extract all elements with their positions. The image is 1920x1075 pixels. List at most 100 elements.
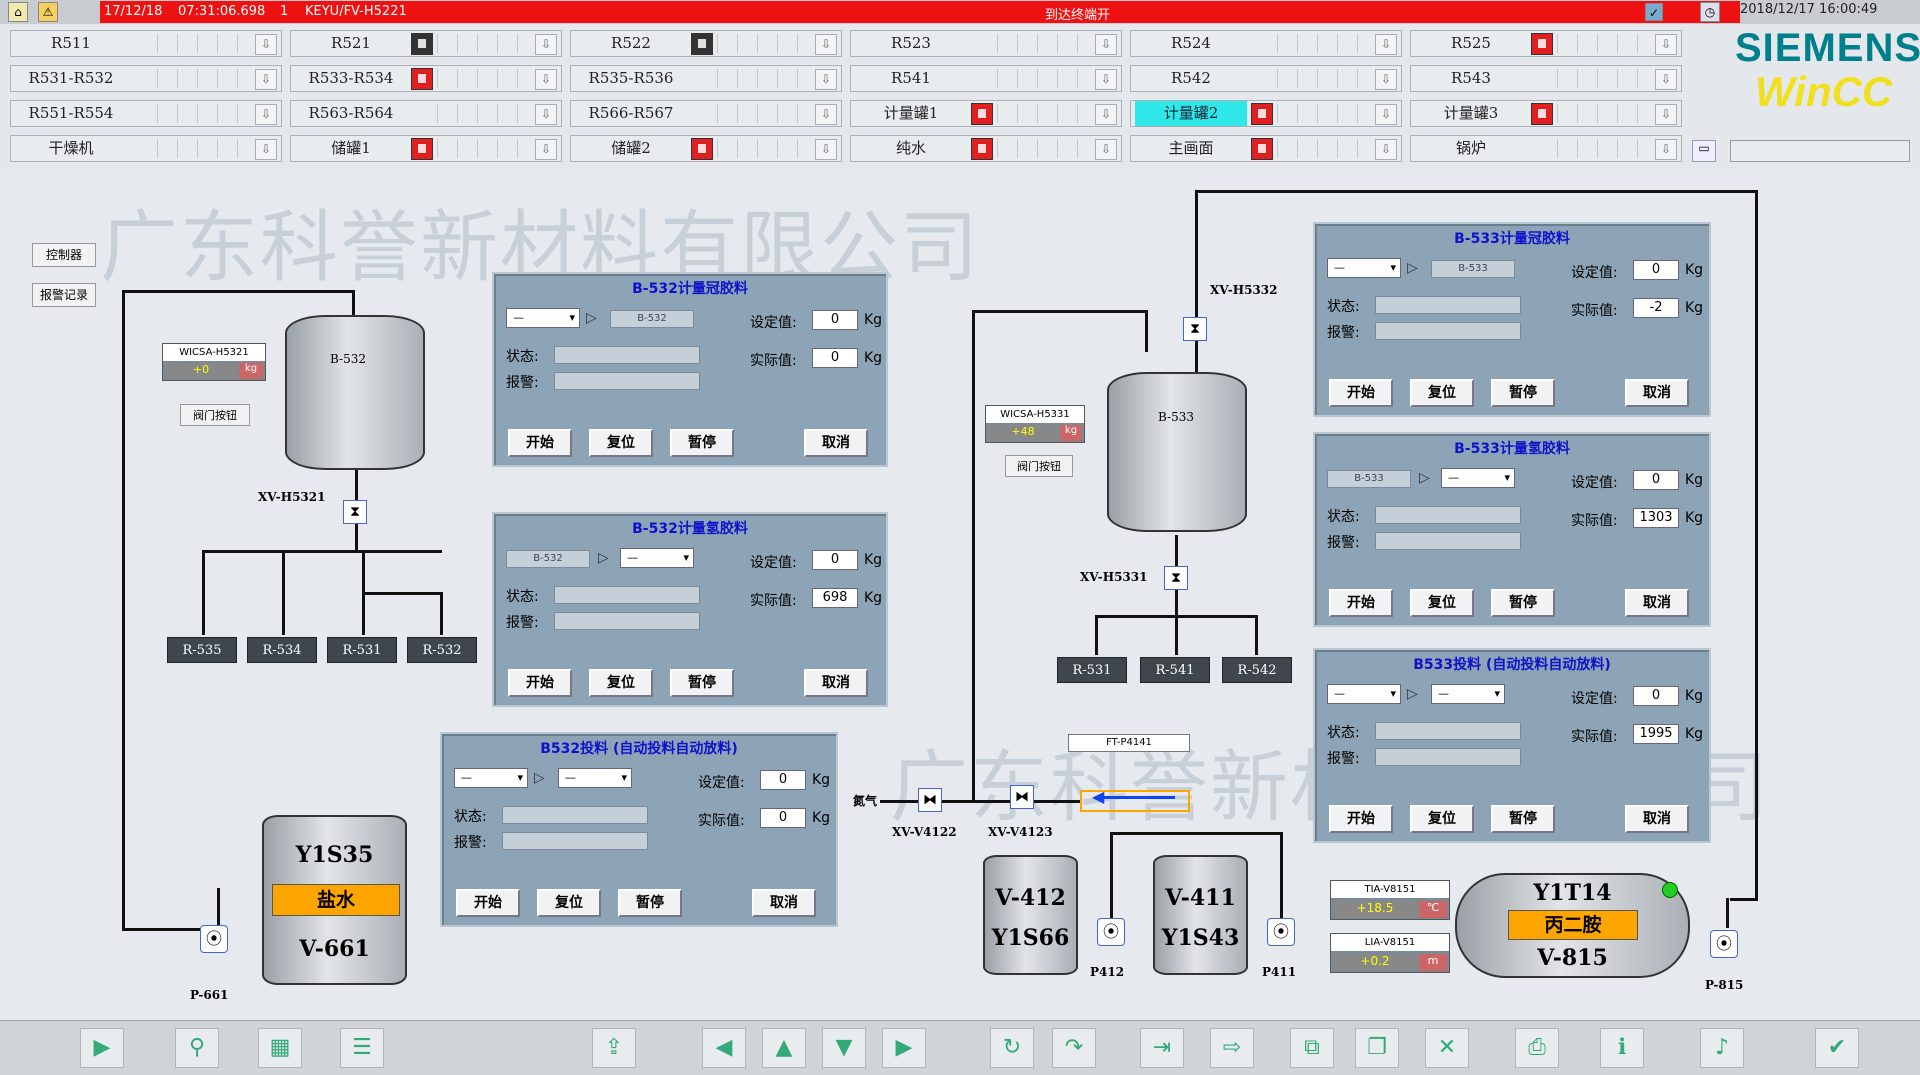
nav-open-icon[interactable]: ⇩: [535, 34, 557, 55]
mode-select[interactable]: —: [1327, 684, 1401, 704]
nav-open-icon[interactable]: ⇩: [1095, 34, 1117, 55]
nav-label[interactable]: R511: [51, 34, 91, 52]
forward-icon[interactable]: ⇨: [1210, 1028, 1254, 1068]
target-select[interactable]: —: [558, 768, 632, 788]
start-button[interactable]: 开始: [1329, 379, 1393, 407]
nav-open-icon[interactable]: ⇩: [815, 139, 837, 160]
nav-open-icon[interactable]: ⇩: [1375, 104, 1397, 125]
nav-label[interactable]: 储罐2: [611, 139, 651, 157]
nav-label[interactable]: R522: [611, 34, 651, 52]
home-icon[interactable]: ⌂: [8, 2, 28, 22]
tank-b532[interactable]: [285, 315, 425, 470]
cancel-button[interactable]: 取消: [752, 889, 816, 917]
reset-button[interactable]: 复位: [589, 429, 653, 457]
nav-cell[interactable]: R531-R532⇩: [10, 65, 282, 92]
nav-open-icon[interactable]: ⇩: [1375, 34, 1397, 55]
mode-select[interactable]: —: [454, 768, 528, 788]
nav-open-icon[interactable]: ⇩: [815, 69, 837, 90]
nav-label[interactable]: R535-R536: [588, 69, 674, 87]
pause-button[interactable]: 暂停: [618, 889, 682, 917]
nav-cell[interactable]: R533-R534⇩: [290, 65, 562, 92]
redo-icon[interactable]: ↷: [1052, 1028, 1096, 1068]
nav-cell[interactable]: R522 ⇩: [570, 30, 842, 57]
list-icon[interactable]: ☰: [340, 1028, 384, 1068]
mode-select[interactable]: —: [620, 548, 694, 568]
nav-cell[interactable]: 储罐1 ⇩: [290, 135, 562, 162]
nav-open-icon[interactable]: ⇩: [255, 139, 277, 160]
nav-cell[interactable]: 主画面 ⇩: [1130, 135, 1402, 162]
unit-r541[interactable]: R-541: [1140, 657, 1210, 683]
pump-icon[interactable]: ⦿: [1710, 930, 1738, 958]
pump-icon[interactable]: ⦿: [200, 925, 228, 953]
nav-label[interactable]: R541: [891, 69, 931, 87]
cancel-button[interactable]: 取消: [1625, 379, 1689, 407]
valve-icon[interactable]: ⧗: [1183, 317, 1207, 341]
nav-cell[interactable]: R551-R554⇩: [10, 100, 282, 127]
setpoint-value[interactable]: 0: [1633, 470, 1679, 490]
nav-cell[interactable]: 计量罐2⇩: [1130, 100, 1402, 127]
nav-label[interactable]: R542: [1171, 69, 1211, 87]
nav-label[interactable]: 储罐1: [331, 139, 371, 157]
reset-button[interactable]: 复位: [589, 669, 653, 697]
nav-open-icon[interactable]: ⇩: [1095, 69, 1117, 90]
alarm-log-button[interactable]: 报警记录: [32, 283, 96, 307]
setpoint-value[interactable]: 0: [812, 310, 858, 330]
nav-cell[interactable]: R535-R536 ⇩: [570, 65, 842, 92]
check-icon[interactable]: ✔: [1815, 1028, 1859, 1068]
nav-open-icon[interactable]: ⇩: [535, 139, 557, 160]
unit-r534[interactable]: R-534: [247, 637, 317, 663]
nav-open-icon[interactable]: ⇩: [1375, 139, 1397, 160]
nav-label[interactable]: 主画面: [1168, 139, 1214, 157]
setpoint-value[interactable]: 0: [1633, 260, 1679, 280]
valve-button-b533[interactable]: 阀门按钮: [1005, 455, 1073, 477]
controller-button[interactable]: 控制器: [32, 243, 96, 267]
alarm-message-bar[interactable]: 17/12/18 07:31:06.698 1 KEYU/FV-H5221 到达…: [100, 1, 1740, 23]
nav-label[interactable]: R524: [1171, 34, 1211, 52]
arrow-down-icon[interactable]: ▼: [822, 1028, 866, 1068]
start-button[interactable]: 开始: [508, 669, 572, 697]
nav-label[interactable]: R543: [1451, 69, 1491, 87]
nav-cell[interactable]: 计量罐1⇩: [850, 100, 1122, 127]
nav-open-icon[interactable]: ⇩: [815, 104, 837, 125]
nav-open-icon[interactable]: ⇩: [1375, 69, 1397, 90]
nav-label[interactable]: R523: [891, 34, 931, 52]
setpoint-value[interactable]: 0: [812, 550, 858, 570]
pause-button[interactable]: 暂停: [670, 669, 734, 697]
valve-icon[interactable]: ⧓: [1010, 785, 1034, 809]
unit-r535[interactable]: R-535: [167, 637, 237, 663]
nav-open-icon[interactable]: ⇩: [815, 34, 837, 55]
start-button[interactable]: 开始: [456, 889, 520, 917]
nav-cell[interactable]: R523 ⇩: [850, 30, 1122, 57]
duplicate-icon[interactable]: ❐: [1355, 1028, 1399, 1068]
tank-v412[interactable]: [983, 855, 1078, 975]
mode-select[interactable]: —: [1441, 468, 1515, 488]
nav-label[interactable]: R551-R554: [28, 104, 114, 122]
cancel-button[interactable]: 取消: [804, 669, 868, 697]
start-button[interactable]: 开始: [1329, 805, 1393, 833]
valve-icon[interactable]: ⧗: [1164, 566, 1188, 590]
unit-r542[interactable]: R-542: [1222, 657, 1292, 683]
nav-open-icon[interactable]: ⇩: [1095, 139, 1117, 160]
nav-label[interactable]: 计量罐1: [883, 104, 939, 122]
play-icon[interactable]: ▶: [80, 1028, 124, 1068]
unit-r531[interactable]: R-531: [327, 637, 397, 663]
nav-open-icon[interactable]: ⇩: [1655, 104, 1677, 125]
reset-button[interactable]: 复位: [1410, 805, 1474, 833]
nav-cell[interactable]: 储罐2 ⇩: [570, 135, 842, 162]
nav-label[interactable]: 计量罐3: [1443, 104, 1499, 122]
reset-button[interactable]: 复位: [537, 889, 601, 917]
pause-button[interactable]: 暂停: [1491, 805, 1555, 833]
pause-button[interactable]: 暂停: [670, 429, 734, 457]
arrow-left-icon[interactable]: ◀: [702, 1028, 746, 1068]
start-button[interactable]: 开始: [508, 429, 572, 457]
cancel-button[interactable]: 取消: [1625, 805, 1689, 833]
mode-select[interactable]: —: [506, 308, 580, 328]
nav-cell[interactable]: 计量罐3 ⇩: [1410, 100, 1682, 127]
valve-icon[interactable]: ⧓: [918, 788, 942, 812]
nav-cell[interactable]: R525⇩: [1410, 30, 1682, 57]
nav-open-icon[interactable]: ⇩: [1655, 34, 1677, 55]
target-select[interactable]: —: [1431, 684, 1505, 704]
valve-icon[interactable]: ⧗: [343, 500, 367, 524]
copy-icon[interactable]: ⧉: [1290, 1028, 1334, 1068]
nav-label[interactable]: R531-R532: [28, 69, 114, 87]
